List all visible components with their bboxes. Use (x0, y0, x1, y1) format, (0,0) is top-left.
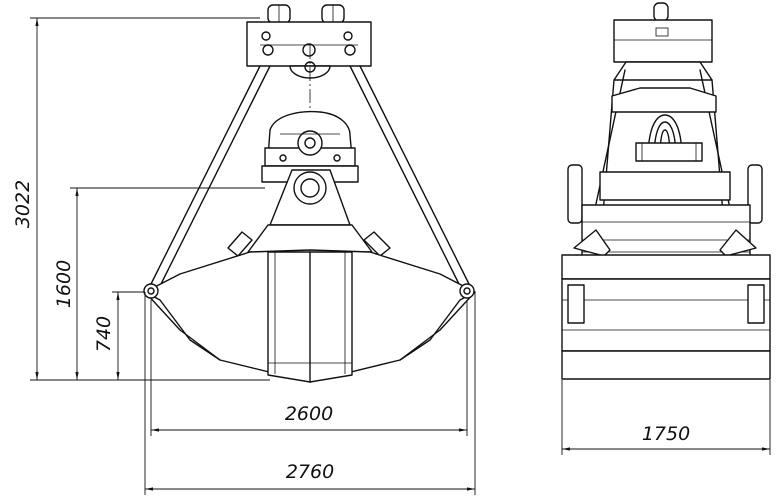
left-hinge-pin (143, 283, 159, 299)
dim-2600: 2600 (285, 403, 333, 425)
right-hinge-pin (459, 283, 475, 299)
side-view (561, 2, 771, 380)
bucket-shells (144, 249, 476, 383)
head-block (246, 21, 372, 79)
dim-1600: 1600 (53, 260, 75, 308)
dimension-lines (30, 17, 771, 495)
dim-1750: 1750 (642, 423, 690, 445)
front-view (143, 4, 476, 383)
tie-rods (149, 65, 471, 287)
dim-2760: 2760 (286, 461, 334, 483)
drum-housing (261, 110, 359, 183)
side-drum (635, 114, 703, 162)
pivot-hub (269, 169, 351, 226)
top-lugs (267, 4, 345, 24)
dim-3022: 3022 (12, 180, 34, 228)
dim-740: 740 (93, 316, 115, 352)
